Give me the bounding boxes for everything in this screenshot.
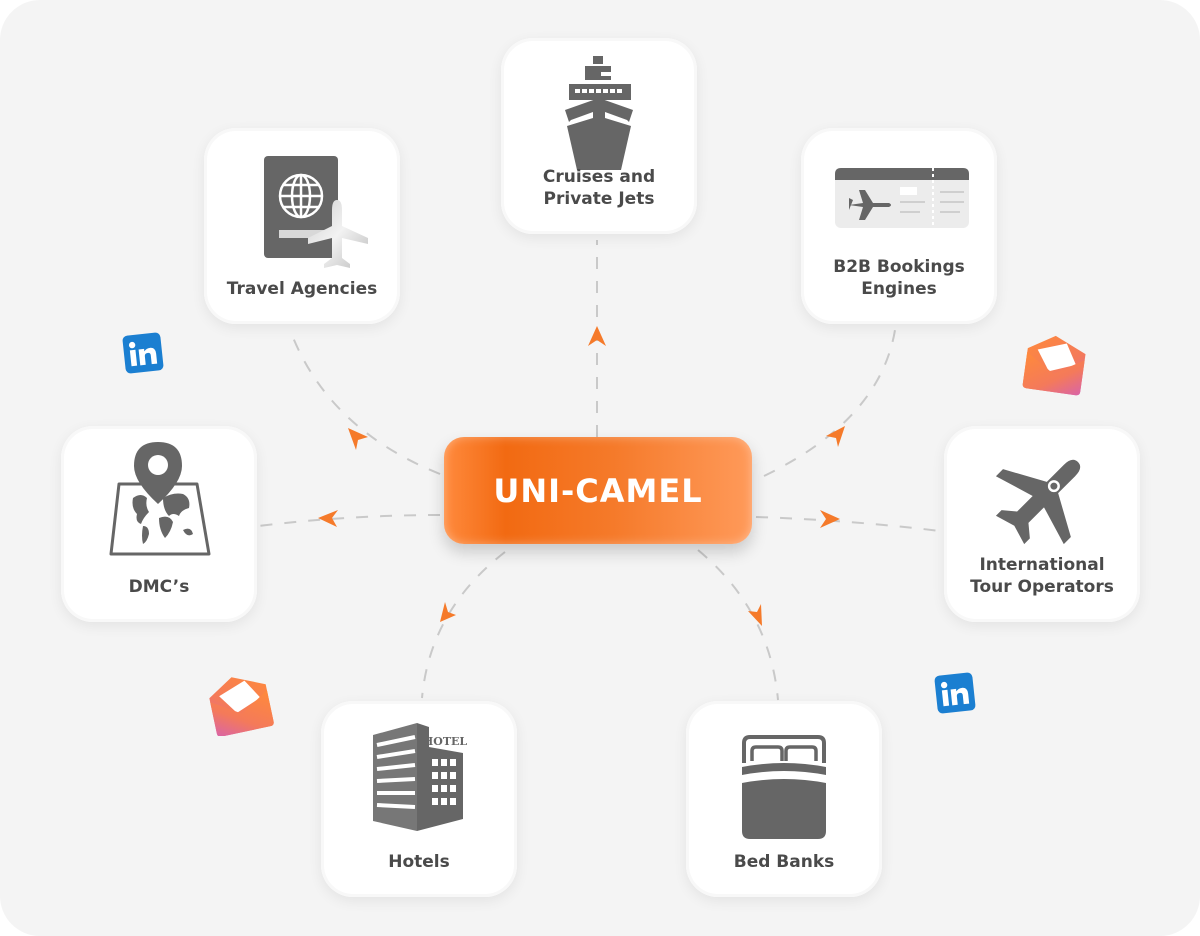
envelope-icon	[1022, 335, 1086, 396]
channel-card-hotels[interactable]: HOTEL Hotels	[321, 701, 517, 897]
arrow-cruises	[588, 326, 606, 346]
channel-label: DMC’s	[128, 577, 190, 597]
linkedin-icon	[122, 332, 164, 374]
boarding-ticket-icon	[835, 168, 969, 228]
cruise-ship-icon	[565, 56, 633, 170]
channel-label: Cruises and Private Jets	[542, 167, 656, 209]
linkedin-icon	[934, 672, 976, 714]
airplane-icon	[995, 459, 1081, 545]
hotel-sign-text: HOTEL	[423, 735, 468, 748]
arrow-hotels	[440, 602, 456, 622]
channel-label: B2B Bookings Engines	[833, 257, 965, 299]
connector-hotels	[421, 551, 506, 699]
arrow-dmc	[318, 510, 338, 527]
channel-label: International Tour Operators	[970, 555, 1114, 597]
channel-label: Hotels	[388, 852, 450, 872]
uni-camel-hub[interactable]: UNI-CAMEL	[444, 437, 752, 544]
hotel-building-icon: HOTEL	[373, 723, 468, 831]
passport-plane-icon	[264, 156, 368, 268]
channel-label: Bed Banks	[733, 852, 835, 872]
arrow-b2b	[826, 426, 845, 447]
arrow-tour-operators	[820, 510, 840, 528]
connector-bed-banks	[697, 549, 779, 701]
channel-card-cruises[interactable]: Cruises and Private Jets	[501, 38, 697, 234]
connector-dmc	[257, 514, 441, 527]
channel-card-bed-banks[interactable]: Bed Banks	[686, 701, 882, 897]
channel-card-dmc[interactable]: DMC’s	[61, 426, 257, 622]
connector-b2b	[763, 329, 896, 477]
connector-tour-operators	[755, 516, 941, 532]
channel-card-tour-operators[interactable]: International Tour Operators	[944, 426, 1140, 622]
map-pin-icon	[109, 442, 211, 556]
envelope-icon	[209, 677, 274, 736]
arrow-travel-agencies	[348, 428, 368, 450]
channel-card-travel-agencies[interactable]: Travel Agencies	[204, 128, 400, 324]
hub-label: UNI-CAMEL	[493, 471, 703, 510]
bed-icon	[742, 735, 826, 839]
channel-label: Travel Agencies	[226, 279, 378, 299]
channel-card-b2b[interactable]: B2B Bookings Engines	[801, 128, 997, 324]
arrow-bed-banks	[748, 604, 762, 626]
connector-travel-agencies	[291, 334, 441, 475]
